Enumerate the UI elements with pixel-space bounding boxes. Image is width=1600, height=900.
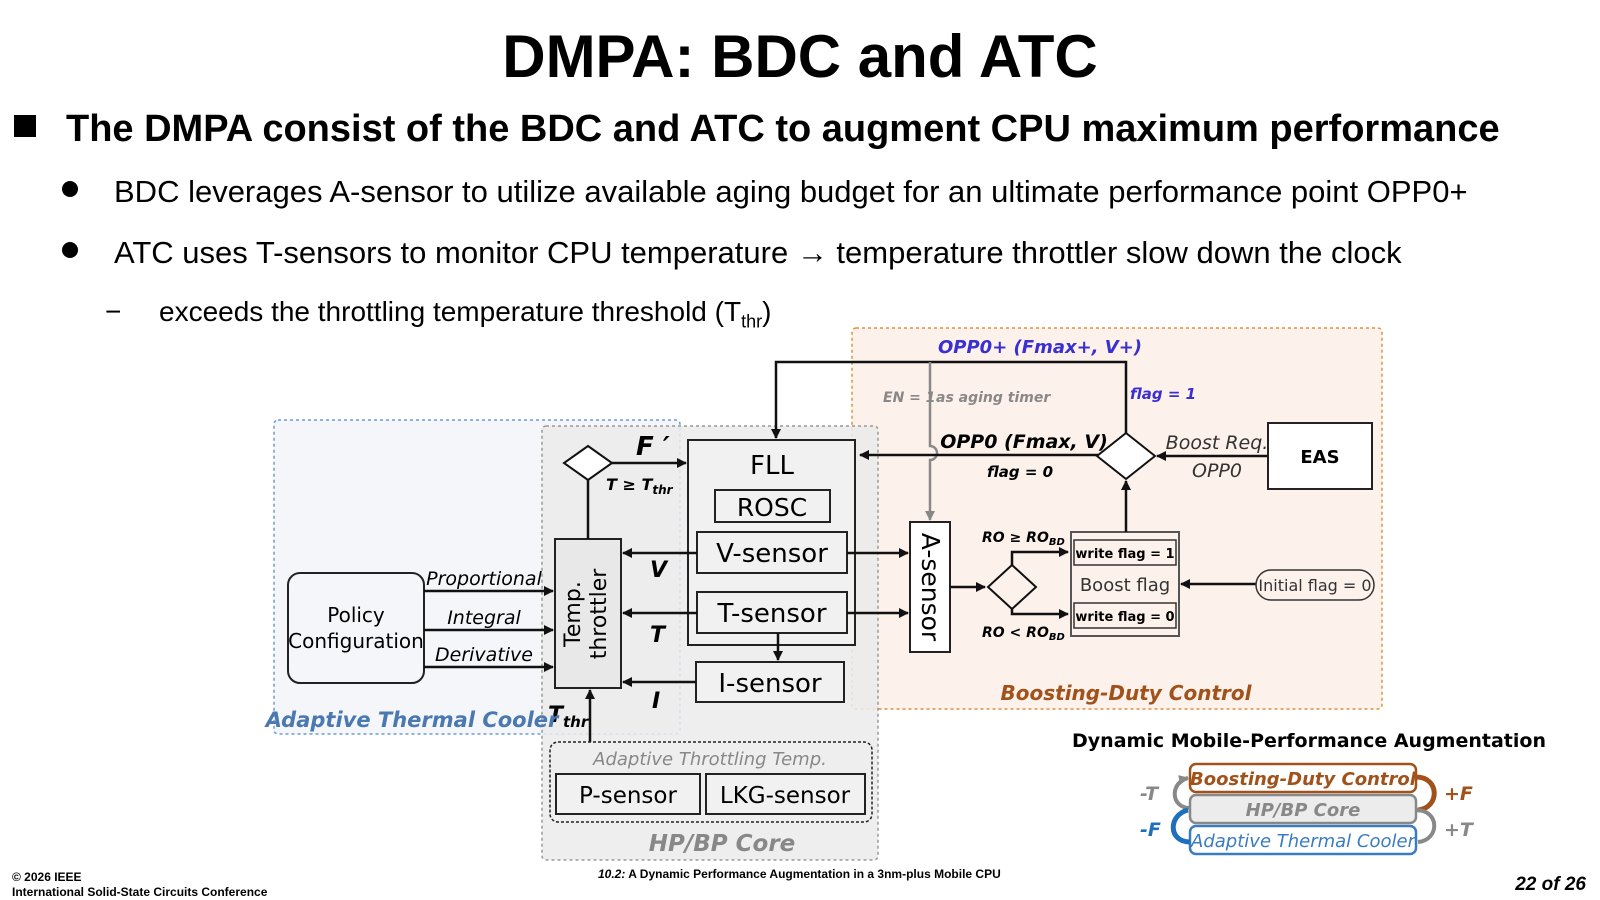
label-derivative: Derivative — [435, 644, 533, 666]
label-boost-req-opp0: OPP0 — [1192, 460, 1242, 482]
eas-block — [1267, 422, 1373, 490]
t-sensor-label: T-sensor — [716, 599, 826, 629]
dmpa-legend-title: Dynamic Mobile-Performance Augmentation — [1072, 730, 1546, 752]
legend-plus-t: +T — [1444, 819, 1475, 841]
footer-paper: 10.2: A Dynamic Performance Augmentation… — [598, 867, 1001, 881]
sub-bullet: − exceeds the throttling temperature thre… — [105, 294, 771, 340]
fll-label: FLL — [750, 451, 794, 481]
policy-label-2: Configuration — [288, 629, 424, 653]
bullet-dot-icon — [62, 181, 78, 197]
legend-minus-t: -T — [1140, 783, 1160, 805]
throttler-label-2: throttler — [587, 568, 612, 659]
heading-bullet: The DMPA consist of the BDC and ATC to a… — [14, 104, 1500, 154]
heading-text: The DMPA consist of the BDC and ATC to a… — [66, 108, 1500, 150]
loop-minus-f-icon — [1170, 807, 1191, 845]
lkg-sensor-block — [705, 773, 866, 815]
arrow-ro-lt — [1010, 609, 1069, 619]
label-i: I — [652, 689, 660, 714]
v-sensor-label: V-sensor — [716, 539, 828, 569]
loop-plus-f-icon — [1415, 774, 1437, 813]
sub-bullet-subscript: thr — [741, 311, 763, 332]
a-sensor-block — [909, 521, 951, 653]
eas-label: EAS — [1300, 447, 1339, 468]
label-tthr: Tthr — [548, 703, 590, 731]
v-sensor-block — [696, 531, 848, 574]
write-flag-0-block — [1073, 602, 1177, 629]
a-sensor-label: A-sensor — [916, 533, 945, 642]
legend-bdc-label: Boosting-Duty Control — [1190, 769, 1417, 790]
i-sensor-block — [695, 661, 845, 703]
label-ro-ge: RO ≥ ROBD — [982, 530, 1065, 548]
boost-decision-diamond — [1095, 431, 1157, 481]
throttle-decision-diamond — [562, 444, 614, 482]
bullet-dot-icon — [62, 242, 78, 258]
label-t: T — [650, 623, 667, 648]
arrow-en-aging-timer — [925, 362, 939, 521]
label-ro-lt: RO < ROBD — [982, 625, 1065, 643]
p-sensor-block — [555, 773, 701, 815]
label-opp0-plus: OPP0+ (Fmax+, V+) — [938, 337, 1142, 358]
adaptive-throttling-group — [549, 741, 873, 823]
initial-flag-block — [1255, 569, 1375, 601]
label-v: V — [650, 558, 669, 583]
throttler-label-1: Temp. — [561, 581, 586, 648]
bullet-text: ATC uses T-sensors to monitor CPU temper… — [114, 235, 1402, 270]
dash-bullet-icon: − — [105, 296, 122, 327]
label-integral: Integral — [447, 607, 521, 629]
region-bdc-label: Boosting-Duty Control — [1001, 681, 1253, 705]
rosc-label: ROSC — [737, 493, 807, 522]
label-t-condition: T ≥ Tthr — [606, 475, 674, 497]
arrow-opp0-plus — [771, 360, 1128, 452]
write-flag-1-label: write flag = 1 — [1075, 547, 1174, 562]
write-flag-1-block — [1073, 539, 1177, 566]
rosc-block — [714, 489, 831, 523]
adaptive-throttling-label: Adaptive Throttling Temp. — [592, 749, 827, 770]
policy-configuration-block — [287, 572, 425, 684]
initial-flag-label: Initial flag = 0 — [1258, 576, 1371, 595]
sub-bullet-close: ) — [762, 296, 772, 327]
legend-core-label: HP/BP Core — [1246, 800, 1361, 821]
footer-paper-title: A Dynamic Performance Augmentation in a … — [628, 867, 1001, 881]
bullet-text: BDC leverages A-sensor to utilize availa… — [114, 174, 1468, 209]
sub-bullet-text: exceeds the throttling temperature thres… — [159, 296, 742, 327]
region-atc-label: Adaptive Thermal Cooler — [264, 708, 560, 732]
label-en1: EN = 1 — [883, 390, 936, 406]
label-aging-timer: as aging timer — [936, 390, 1051, 406]
lkg-sensor-label: LKG-sensor — [720, 783, 851, 809]
loop-plus-t-icon — [1415, 808, 1437, 844]
footer-copyright: © 2026 IEEE — [12, 870, 82, 884]
square-bullet-icon — [14, 115, 36, 137]
page-number: 22 of 26 — [1515, 874, 1586, 895]
policy-label-1: Policy — [327, 603, 385, 627]
label-proportional: Proportional — [426, 568, 542, 590]
footer-conference: International Solid-State Circuits Confe… — [12, 885, 268, 899]
i-sensor-label: I-sensor — [718, 669, 822, 699]
label-f-prime: F ′ — [636, 432, 670, 462]
bullet-bdc: BDC leverages A-sensor to utilize availa… — [62, 172, 1468, 212]
legend-minus-f: -F — [1140, 819, 1161, 841]
slide-title: DMPA: BDC and ATC — [502, 23, 1098, 90]
temp-throttler-block — [554, 538, 622, 689]
label-flag1: flag = 1 — [1130, 385, 1196, 403]
loop-minus-t-icon — [1172, 775, 1191, 810]
footer-paper-number: 10.2: — [598, 867, 626, 881]
label-boost-req: Boost Req. — [1166, 432, 1269, 454]
boost-flag-label: Boost flag — [1080, 575, 1170, 596]
bullet-atc: ATC uses T-sensors to monitor CPU temper… — [62, 233, 1402, 273]
label-flag0: flag = 0 — [987, 463, 1053, 481]
p-sensor-label: P-sensor — [579, 783, 677, 809]
region-core-label: HP/BP Core — [649, 831, 796, 857]
write-flag-0-label: write flag = 0 — [1075, 610, 1174, 625]
label-opp0: OPP0 (Fmax, V) — [940, 431, 1108, 453]
arrow-ro-ge — [1010, 547, 1069, 565]
legend-plus-f: +F — [1444, 783, 1473, 805]
legend-atc-label: Adaptive Thermal Cooler — [1190, 831, 1417, 852]
